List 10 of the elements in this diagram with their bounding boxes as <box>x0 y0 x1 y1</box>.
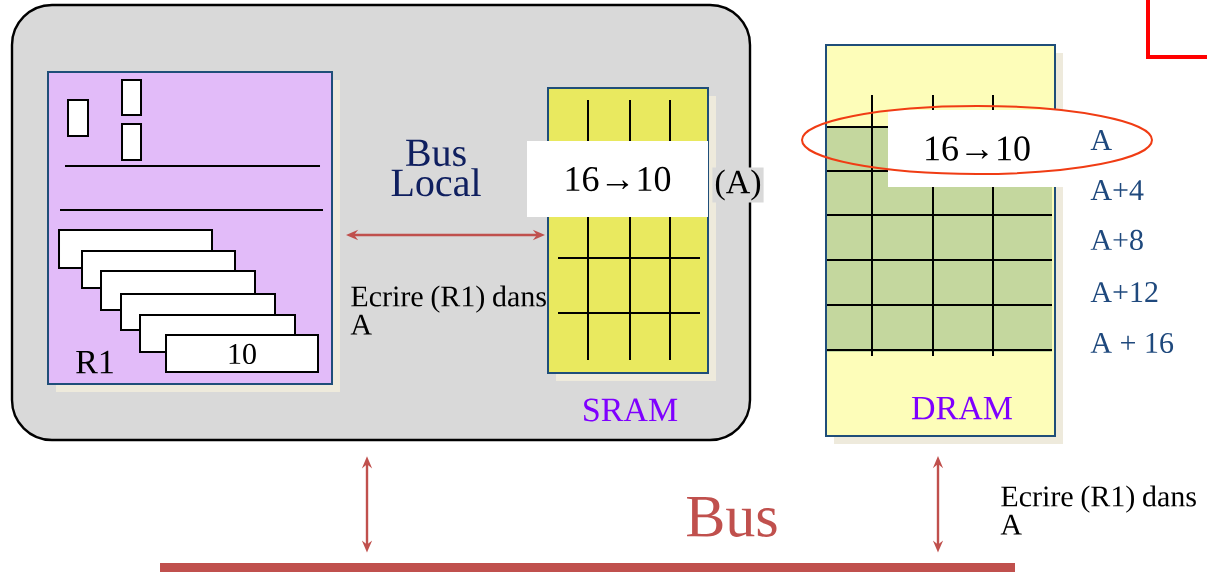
note-text: Ecrire (R1) dans A <box>350 285 546 335</box>
address-label: A+4 <box>1090 180 1144 200</box>
address-label: A+12 <box>1090 282 1158 302</box>
bus-label: Bus <box>687 497 777 537</box>
address-label: A+8 <box>1090 229 1143 251</box>
address-label: (A) <box>712 167 764 203</box>
memory-label: SRAM <box>584 398 678 422</box>
address-label: A + 16 <box>1090 332 1174 354</box>
note-text: Ecrire (R1) dans A <box>1000 485 1196 535</box>
edge-label: Bus Local <box>391 139 481 197</box>
